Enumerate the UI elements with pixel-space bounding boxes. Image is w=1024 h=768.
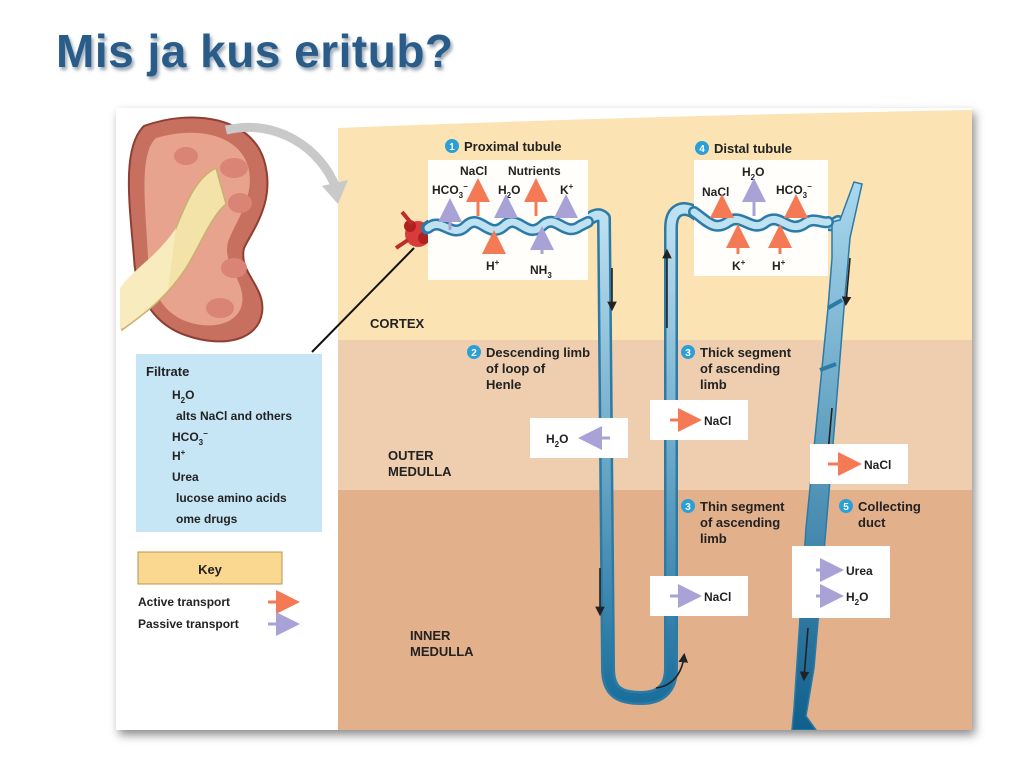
zoom-arrowhead: [322, 180, 348, 204]
proximal-k: K+: [560, 182, 574, 197]
thin-label-2: of ascending: [700, 515, 780, 530]
nacl-thin: NaCl: [704, 590, 731, 604]
filtrate-h2o: H2O: [172, 388, 194, 405]
badge-3-thick: [681, 345, 695, 359]
filtrate-urea: Urea: [172, 470, 199, 484]
region-inner-1: INNER: [410, 628, 451, 643]
badge-4-num: 4: [699, 144, 705, 155]
nacl-collect-box: [810, 444, 908, 484]
badge-5: [839, 499, 853, 513]
filtrate-drugs: ome drugs: [176, 512, 238, 526]
region-inner-2: MEDULLA: [410, 644, 474, 659]
key-title: Key: [198, 562, 223, 577]
badge-2: [467, 345, 481, 359]
urea: Urea: [846, 564, 873, 578]
region-cortex: CORTEX: [370, 316, 425, 331]
badge-1: [445, 139, 459, 153]
proximal-h-plus: H+: [486, 258, 500, 273]
nacl-thick: NaCl: [704, 414, 731, 428]
descending-label-3: Henle: [486, 377, 521, 392]
badge-4: [695, 141, 709, 155]
filtrate-title: Filtrate: [146, 364, 189, 379]
badge-2-num: 2: [471, 348, 477, 359]
thick-label-2: of ascending: [700, 361, 780, 376]
thick-label-3: limb: [700, 377, 727, 392]
thin-label-3: limb: [700, 531, 727, 546]
distal-k-plus: K+: [732, 258, 746, 273]
nacl-thick-box: [650, 400, 748, 440]
key-box: [137, 551, 283, 585]
filtrate-glucose: lucose amino acids: [176, 491, 287, 505]
slide-title: Mis ja kus eritub?: [56, 25, 454, 77]
badge-3a-num: 3: [685, 348, 691, 359]
distal-h2o: H2O: [742, 165, 764, 182]
kidney-illustration: [120, 116, 269, 343]
nephron-figure: 1 Proximal tubule NaCl Nutrients HCO3− H…: [116, 108, 972, 731]
collecting-label-1: Collecting: [858, 499, 921, 514]
filtrate-salts: alts NaCl and others: [176, 409, 292, 423]
collecting-label-2: duct: [858, 515, 886, 530]
distal-nacl: NaCl: [702, 185, 729, 199]
region-outer-1: OUTER: [388, 448, 434, 463]
filtrate-hco3: HCO3−: [172, 429, 208, 447]
nacl-thin-box: [650, 576, 748, 616]
filtrate-h-plus: H+: [172, 448, 186, 463]
zoom-arrow: [224, 122, 341, 190]
proximal-nutrients: Nutrients: [508, 164, 561, 178]
h2o-descending: H2O: [546, 432, 568, 449]
proximal-nh3: NH3: [530, 263, 552, 280]
distal-label: Distal tubule: [714, 141, 792, 156]
callout-line: [311, 247, 415, 353]
key-passive-label: Passive transport: [138, 617, 239, 631]
distal-h-plus: H+: [772, 258, 786, 273]
proximal-arrows: [438, 178, 578, 254]
badge-3-thin: [681, 499, 695, 513]
proximal-nacl: NaCl: [460, 164, 487, 178]
urea-h2o-box: [792, 546, 890, 618]
badge-3b-num: 3: [685, 502, 691, 513]
thin-label-1: Thin segment: [700, 499, 785, 514]
h2o-descending-box: [530, 418, 628, 458]
descending-label-2: of loop of: [486, 361, 546, 376]
proximal-hco3: HCO3−: [432, 182, 468, 200]
filtrate-box: [136, 354, 322, 532]
distal-arrows: [710, 178, 808, 254]
descending-label-1: Descending limb: [486, 345, 590, 360]
key-active-label: Active transport: [138, 595, 230, 609]
h2o-collect: H2O: [846, 590, 868, 607]
region-outer-2: MEDULLA: [388, 464, 452, 479]
nephron-diagram: 1 Proximal tubule NaCl Nutrients HCO3− H…: [116, 108, 972, 731]
badge-1-num: 1: [449, 142, 455, 153]
badge-5-num: 5: [843, 502, 849, 513]
nacl-collect: NaCl: [864, 458, 891, 472]
proximal-label: Proximal tubule: [464, 139, 562, 154]
thick-label-1: Thick segment: [700, 345, 792, 360]
